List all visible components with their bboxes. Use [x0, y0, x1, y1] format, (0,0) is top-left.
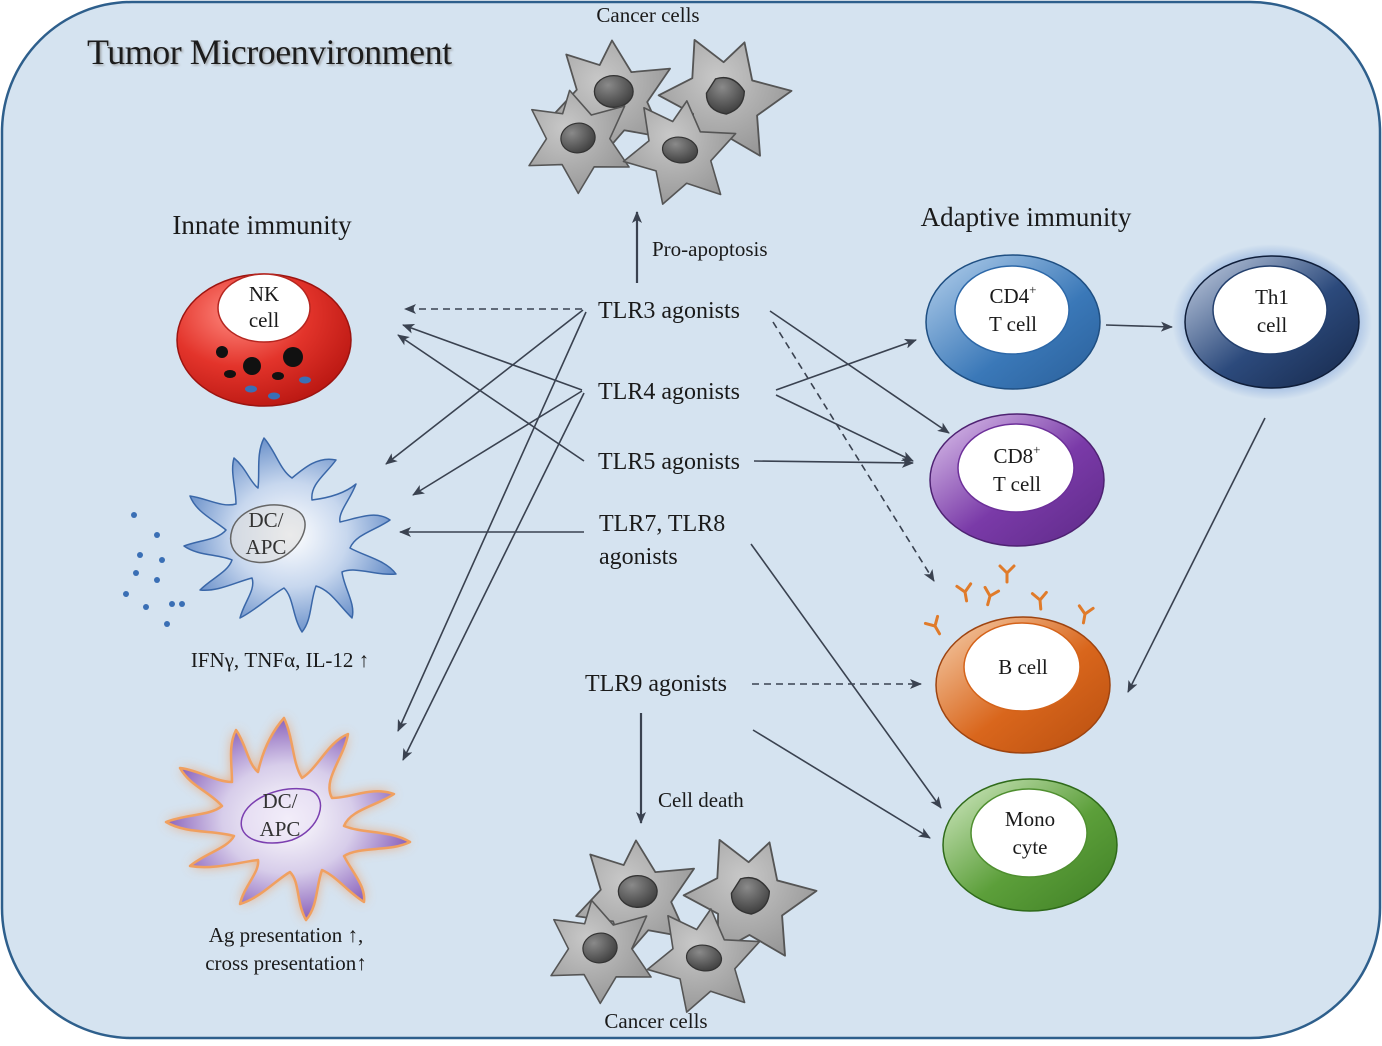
diagram-title: Tumor Microenvironment: [87, 32, 452, 72]
dc-apc-2-label-line2: APC: [260, 817, 301, 841]
cancer-cell: [538, 890, 661, 1012]
cd8-label-sup: +: [1033, 442, 1040, 457]
arrow-tlr78-monocyte: [750, 543, 942, 809]
monocyte-label-line1: Mono: [1005, 807, 1055, 831]
ag-presentation-caption-line1: Ag presentation ↑,: [209, 923, 364, 947]
tlr5-agonists-label: TLR5 agonists: [598, 449, 740, 475]
cancer-cells-top: [516, 20, 803, 214]
dc-apc-1-label-line2: APC: [246, 535, 287, 559]
cancer-cell: [551, 39, 671, 158]
monocyte: [942, 778, 1118, 912]
tlr9-agonists-label: TLR9 agonists: [585, 671, 727, 697]
tlr3-agonists-label: TLR3 agonists: [598, 298, 740, 324]
cd4-label-sup: +: [1029, 282, 1036, 297]
cancer-cell: [575, 839, 695, 958]
cancer-cell: [641, 900, 764, 1022]
ag-presentation-caption-line2: cross presentation↑: [205, 951, 367, 975]
arrow-tlr3-dc1: [385, 309, 584, 465]
tlr4-agonists-label: TLR4 agonists: [598, 379, 740, 405]
arrow-tlr3-cd8: [769, 310, 950, 434]
arrow-tlr4-cd8: [775, 394, 914, 462]
cd8-label-line1: CD8+: [993, 442, 1040, 468]
cd8-label-line2: T cell: [993, 472, 1041, 496]
cytokines-caption: IFNγ, TNFα, IL-12 ↑: [191, 648, 369, 672]
arrow-tlr3-dc2: [397, 311, 587, 732]
dc-apc-cell-activated: [123, 437, 397, 633]
arrow-tlr4-nk: [402, 324, 583, 391]
b-cell: [923, 564, 1111, 754]
cd8-t-cell: [929, 413, 1105, 547]
adaptive-immunity-heading: Adaptive immunity: [921, 202, 1132, 232]
cd4-t-cell: [925, 254, 1101, 390]
cd4-label-line1: CD4+: [989, 282, 1036, 308]
cd8-label-main: CD8: [993, 444, 1033, 468]
arrow-tlr3-bcell-dashed: [772, 321, 935, 582]
arrow-th1-bcell: [1127, 417, 1266, 693]
cancer-cell: [516, 80, 639, 202]
arrow-tlr4-dc2: [402, 392, 585, 761]
th1-cell: [1172, 244, 1372, 400]
arrow-tlr5-cd8: [753, 457, 914, 468]
nk-cell: [176, 273, 352, 407]
arrow-tlr5-nk: [397, 334, 585, 462]
dc-apc-cell-presenting: [164, 716, 412, 922]
cancer-cells-top-label: Cancer cells: [596, 3, 699, 27]
th1-label-line1: Th1: [1255, 285, 1289, 309]
b-cell-label: B cell: [998, 655, 1048, 679]
cancer-cell: [617, 92, 740, 214]
arrow-tlr4-dc1: [412, 390, 583, 496]
cancer-cells-bottom: [538, 820, 828, 1022]
tlr7-tlr8-label-line2: agonists: [599, 544, 678, 570]
cancer-cell: [668, 820, 828, 979]
nk-cell-label-line2: cell: [249, 308, 279, 332]
cancer-cells-bottom-label: Cancer cells: [604, 1009, 707, 1033]
arrow-tlr4-cd4: [775, 338, 917, 391]
cell-death-label: Cell death: [658, 788, 744, 812]
nk-cell-label-line1: NK: [249, 282, 279, 306]
dc-apc-1-label-line1: DC/: [248, 508, 283, 532]
pro-apoptosis-label: Pro-apoptosis: [652, 237, 768, 261]
cd4-label-line2: T cell: [989, 312, 1037, 336]
tlr7-tlr8-label-line1: TLR7, TLR8: [599, 511, 725, 537]
cd4-label-main: CD4: [989, 284, 1029, 308]
dc-apc-2-label-line1: DC/: [262, 789, 297, 813]
cancer-cell: [643, 20, 803, 179]
arrows: [385, 211, 1266, 839]
arrow-tlr9-monocyte: [752, 729, 931, 839]
th1-label-line2: cell: [1257, 313, 1287, 337]
monocyte-label-line2: cyte: [1013, 835, 1048, 859]
innate-immunity-heading: Innate immunity: [172, 210, 352, 240]
arrow-cd4-th1: [1105, 321, 1173, 332]
